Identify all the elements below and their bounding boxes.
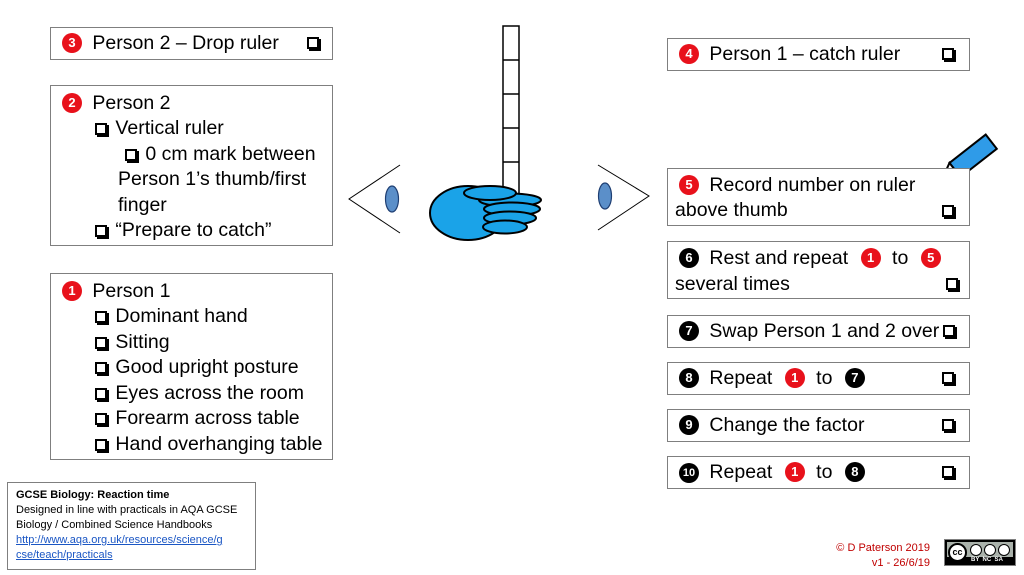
step-5-checkbox[interactable] xyxy=(942,205,954,217)
step-number-badge: 3 xyxy=(62,33,82,53)
person2-item-vertical-ruler: Vertical ruler xyxy=(95,116,224,142)
step-6-line1: 6 Rest and repeat 1 to 5 xyxy=(679,246,941,272)
person2-item-zero-mark-line3: finger xyxy=(118,194,167,216)
checkbox[interactable] xyxy=(125,149,137,161)
step-number-badge: 4 xyxy=(679,44,699,64)
step-9-line: 9 Change the factor xyxy=(679,413,864,439)
person2-item-prepare: “Prepare to catch” xyxy=(95,218,272,244)
step-4-line: 4 Person 1 – catch ruler xyxy=(679,42,900,68)
step-7-checkbox[interactable] xyxy=(943,325,955,337)
step-6-line2: several times xyxy=(675,273,790,295)
nc-icon xyxy=(984,544,996,556)
step-9-checkbox[interactable] xyxy=(942,419,954,431)
step-5-box: 5 Record number on ruler above thumb xyxy=(667,168,970,226)
step-number-badge: 9 xyxy=(679,415,699,435)
step-number-badge: 7 xyxy=(679,321,699,341)
cc-logo-icon: cc xyxy=(948,543,967,562)
step-4-box: 4 Person 1 – catch ruler xyxy=(667,38,970,71)
checkbox[interactable] xyxy=(95,311,107,323)
step-3-checkbox[interactable] xyxy=(307,37,319,49)
person2-setup-box: 2 Person 2 Vertical ruler 0 cm mark betw… xyxy=(50,85,333,246)
cc-license-badge[interactable]: cc BY NC SA xyxy=(944,539,1016,566)
left-eye-icon xyxy=(348,164,401,234)
step-4-checkbox[interactable] xyxy=(942,48,954,60)
info-line2: Biology / Combined Science Handbooks xyxy=(16,519,213,531)
step-10-box: 10 Repeat 1 to 8 xyxy=(667,456,970,489)
license-labels: BY NC SA xyxy=(971,557,1003,563)
checkbox[interactable] xyxy=(95,225,107,237)
step-7-box: 7 Swap Person 1 and 2 over xyxy=(667,315,970,348)
step-ref-badge: 5 xyxy=(920,248,941,268)
checkbox[interactable] xyxy=(95,337,107,349)
person1-title: 1 Person 1 xyxy=(62,279,170,305)
hand-illustration xyxy=(429,185,542,241)
step-number-badge: 6 xyxy=(679,248,699,268)
step-6-box: 6 Rest and repeat 1 to 5 several times xyxy=(667,241,970,299)
checkbox[interactable] xyxy=(95,123,107,135)
version-date: v1 - 26/6/19 xyxy=(871,557,930,569)
step-ref-badge: 8 xyxy=(844,462,865,482)
person2-item-zero-mark: 0 cm mark between xyxy=(125,142,316,168)
author-credit: © D Paterson 2019 xyxy=(836,542,930,554)
step-10-checkbox[interactable] xyxy=(942,466,954,478)
step-6-checkbox[interactable] xyxy=(946,278,958,290)
step-5-line2: above thumb xyxy=(675,199,788,221)
person1-item: Eyes across the room xyxy=(95,381,304,407)
person1-item: Forearm across table xyxy=(95,406,300,432)
aqa-link[interactable]: http://www.aqa.org.uk/resources/science/… xyxy=(16,534,223,561)
step-5-line1: 5 Record number on ruler xyxy=(679,173,915,199)
sa-icon xyxy=(998,544,1010,556)
info-box: GCSE Biology: Reaction time Designed in … xyxy=(7,482,256,570)
person1-item: Good upright posture xyxy=(95,355,299,381)
person1-item: Hand overhanging table xyxy=(95,432,323,458)
checkbox[interactable] xyxy=(95,413,107,425)
step-ref-badge: 1 xyxy=(784,462,805,482)
checkbox[interactable] xyxy=(95,362,107,374)
by-icon xyxy=(970,544,982,556)
step-3-line: 3 Person 2 – Drop ruler xyxy=(62,31,279,57)
step-ref-badge: 1 xyxy=(784,368,805,388)
step-number-badge: 10 xyxy=(679,463,699,483)
person2-title: 2 Person 2 xyxy=(62,91,170,117)
step-10-line: 10 Repeat 1 to 8 xyxy=(679,460,865,486)
checkbox[interactable] xyxy=(95,388,107,400)
step-ref-badge: 7 xyxy=(844,368,865,388)
right-eye-icon xyxy=(597,164,650,231)
step-8-box: 8 Repeat 1 to 7 xyxy=(667,362,970,395)
ruler-illustration xyxy=(502,25,520,197)
person1-setup-box: 1 Person 1 Dominant hand Sitting Good up… xyxy=(50,273,333,460)
person2-item-zero-mark-line2: Person 1’s thumb/first xyxy=(118,168,307,190)
step-number-badge: 2 xyxy=(62,93,82,113)
step-number-badge: 5 xyxy=(679,175,699,195)
step-number-badge: 8 xyxy=(679,368,699,388)
step-8-line: 8 Repeat 1 to 7 xyxy=(679,366,865,392)
step-ref-badge: 1 xyxy=(860,248,881,268)
info-title: GCSE Biology: Reaction time xyxy=(16,489,170,501)
person1-item: Sitting xyxy=(95,330,170,356)
checkbox[interactable] xyxy=(95,439,107,451)
step-8-checkbox[interactable] xyxy=(942,372,954,384)
info-line1: Designed in line with practicals in AQA … xyxy=(16,504,238,516)
step-9-box: 9 Change the factor xyxy=(667,409,970,442)
step-3-box: 3 Person 2 – Drop ruler xyxy=(50,27,333,60)
step-number-badge: 1 xyxy=(62,281,82,301)
step-3-label: Person 2 – Drop ruler xyxy=(92,32,279,54)
step-7-line: 7 Swap Person 1 and 2 over xyxy=(679,319,939,345)
person1-item: Dominant hand xyxy=(95,304,248,330)
